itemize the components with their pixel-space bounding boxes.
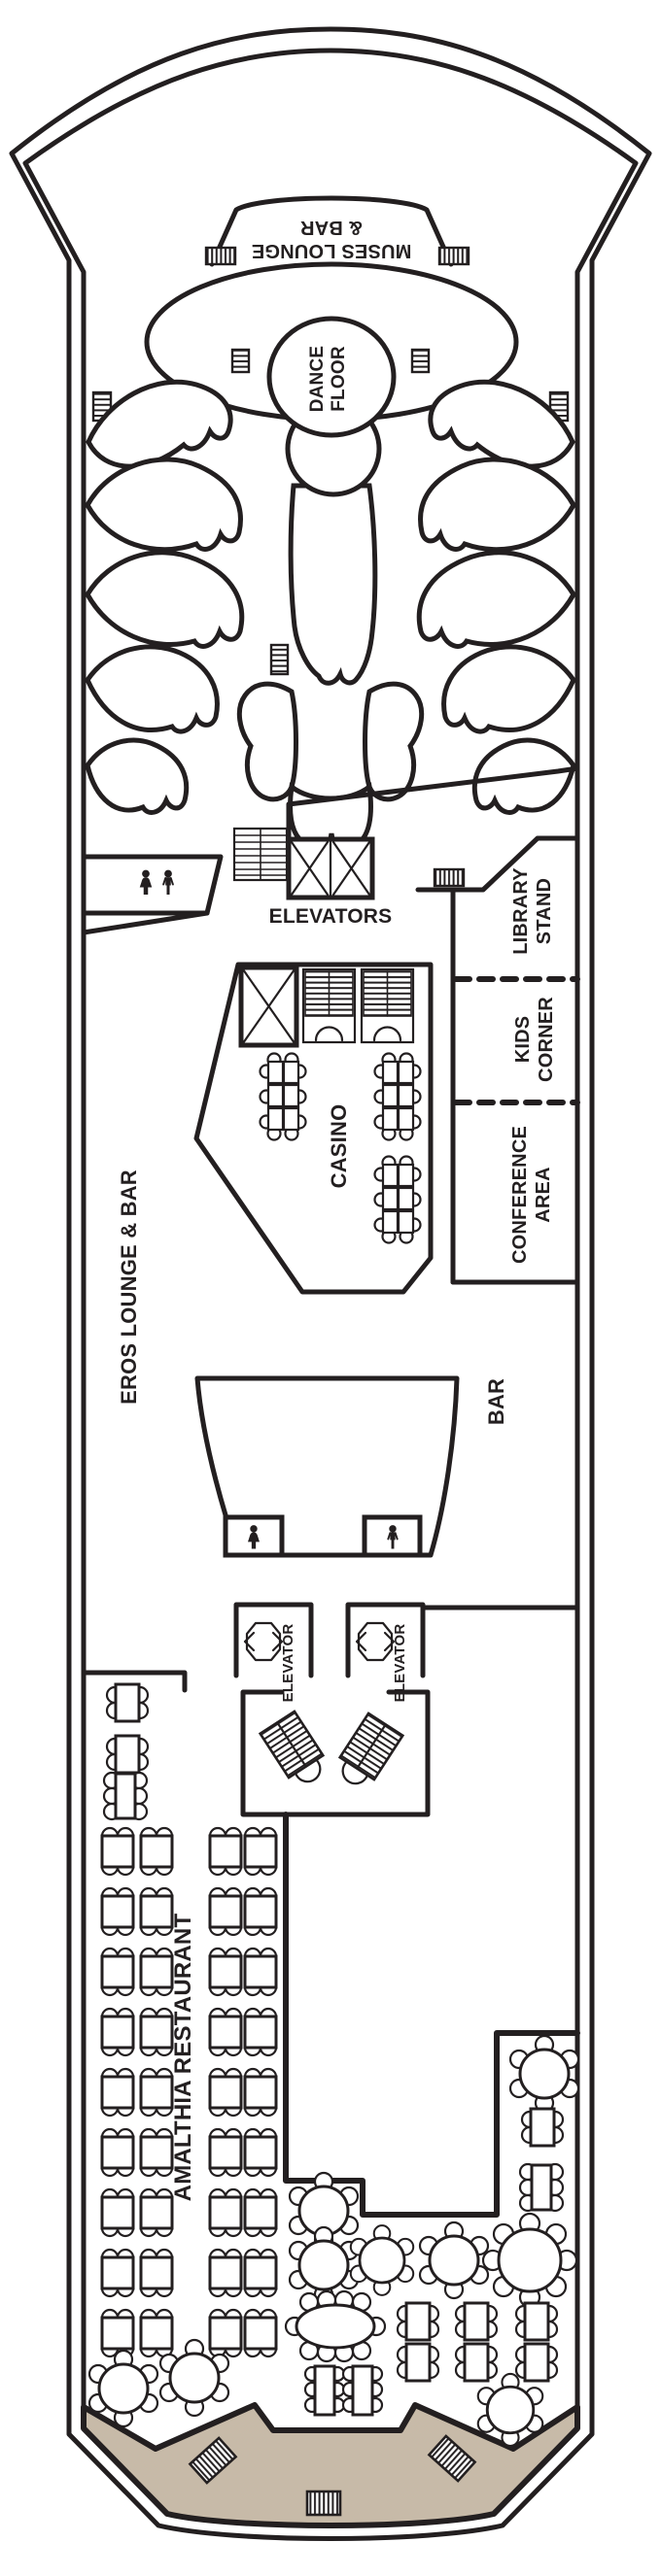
muses-line1: MUSES LOUNGE [252,240,412,261]
restaurant-tables: AMALTHIA RESTAURANT [87,1682,580,2448]
elevator-shaft-icon [286,836,375,900]
vent-icon [305,2490,342,2517]
stage-house-fill [212,198,451,264]
wall [286,765,580,844]
elevator-car-icon [355,1621,396,1662]
kids-line1: KIDS [512,1016,534,1064]
vent-icon [437,246,470,266]
elevator-box [233,1602,314,1678]
dance-line2: FLOOR [329,346,349,412]
casino-step-table [360,967,415,1044]
elevator-box [345,1602,426,1678]
starboard-rooms: LIBRARY STAND KIDS CORNER CONFERENCE ARE… [450,867,580,1285]
elevator-left-label: ELEVATOR [280,1624,296,1703]
bar-label: BAR [484,1378,508,1425]
vent-icon [427,2434,477,2483]
casino-table-cluster [373,1155,422,1244]
vent-icon [230,348,251,374]
lounge-seating-port [85,379,245,815]
stage-house [209,195,454,267]
muses-lounge-label: MUSES LOUNGE & BAR [252,217,412,261]
library-line1: LIBRARY [510,867,532,955]
center-lobe-right [363,681,425,802]
elevator-lobby: ELEVATORS [81,765,580,935]
galley-wall [283,1812,580,2218]
hull-outline-outer [9,26,652,2541]
center-lobe-left [236,681,298,802]
vent-icon [269,643,290,676]
wall [81,910,210,935]
casino-label: CASINO [327,1104,351,1189]
dance-floor [266,316,397,438]
man-icon [162,868,174,896]
restaurant-walls [81,1670,580,2218]
vent-icon [433,867,466,888]
casino-table-cluster [373,1052,422,1141]
lounge-seating-starboard [416,379,576,815]
kids-corner-label: KIDS CORNER [512,997,557,1082]
hull-outline-inner [22,48,639,2528]
eros-lounge-label: EROS LOUNGE & BAR [117,1169,141,1405]
library-stand-label: LIBRARY STAND [510,867,555,955]
kids-line2: CORNER [536,997,557,1082]
stairs-icon [232,827,289,882]
conference-line1: CONFERENCE [509,1126,531,1264]
vent-icon [410,348,431,374]
vent-icon [204,246,237,266]
woman-icon [139,869,153,895]
dance-floor-label: DANCE FLOOR [307,346,349,413]
center-aisle [288,483,378,686]
conference-line2: AREA [533,1167,554,1222]
muses-line2: & BAR [299,217,363,238]
wall [81,1670,188,1693]
conference-area-label: CONFERENCE AREA [509,1126,554,1264]
library-line2: STAND [534,878,555,944]
casino-outline [193,962,434,1295]
elevator-right-label: ELEVATOR [392,1624,408,1703]
dance-line1: DANCE [307,346,328,413]
bar-area: BAR [194,1375,508,1558]
vent-icon [188,2436,238,2485]
stern-deck-vents [188,2434,477,2517]
mid-elevators: ELEVATOR ELEVATOR [233,1602,580,1703]
casino-area: CASINO [193,962,434,1295]
service-shaft-icon [238,965,299,1048]
muses-lounge-area: MUSES LOUNGE & BAR [85,195,576,851]
casino-table-cluster [259,1052,307,1141]
elevators-label: ELEVATORS [269,905,393,928]
restroom-box [83,854,224,916]
bar-outline [194,1375,460,1558]
ship-hull [9,26,652,2541]
waiter-station-icon [259,1710,333,1792]
restaurant-label: AMALTHIA RESTAURANT [170,1914,196,2202]
waiter-station-room [240,1689,431,1817]
casino-step-table [301,967,357,1044]
waiter-station-icon [330,1712,404,1794]
elevator-car-icon [243,1621,284,1662]
